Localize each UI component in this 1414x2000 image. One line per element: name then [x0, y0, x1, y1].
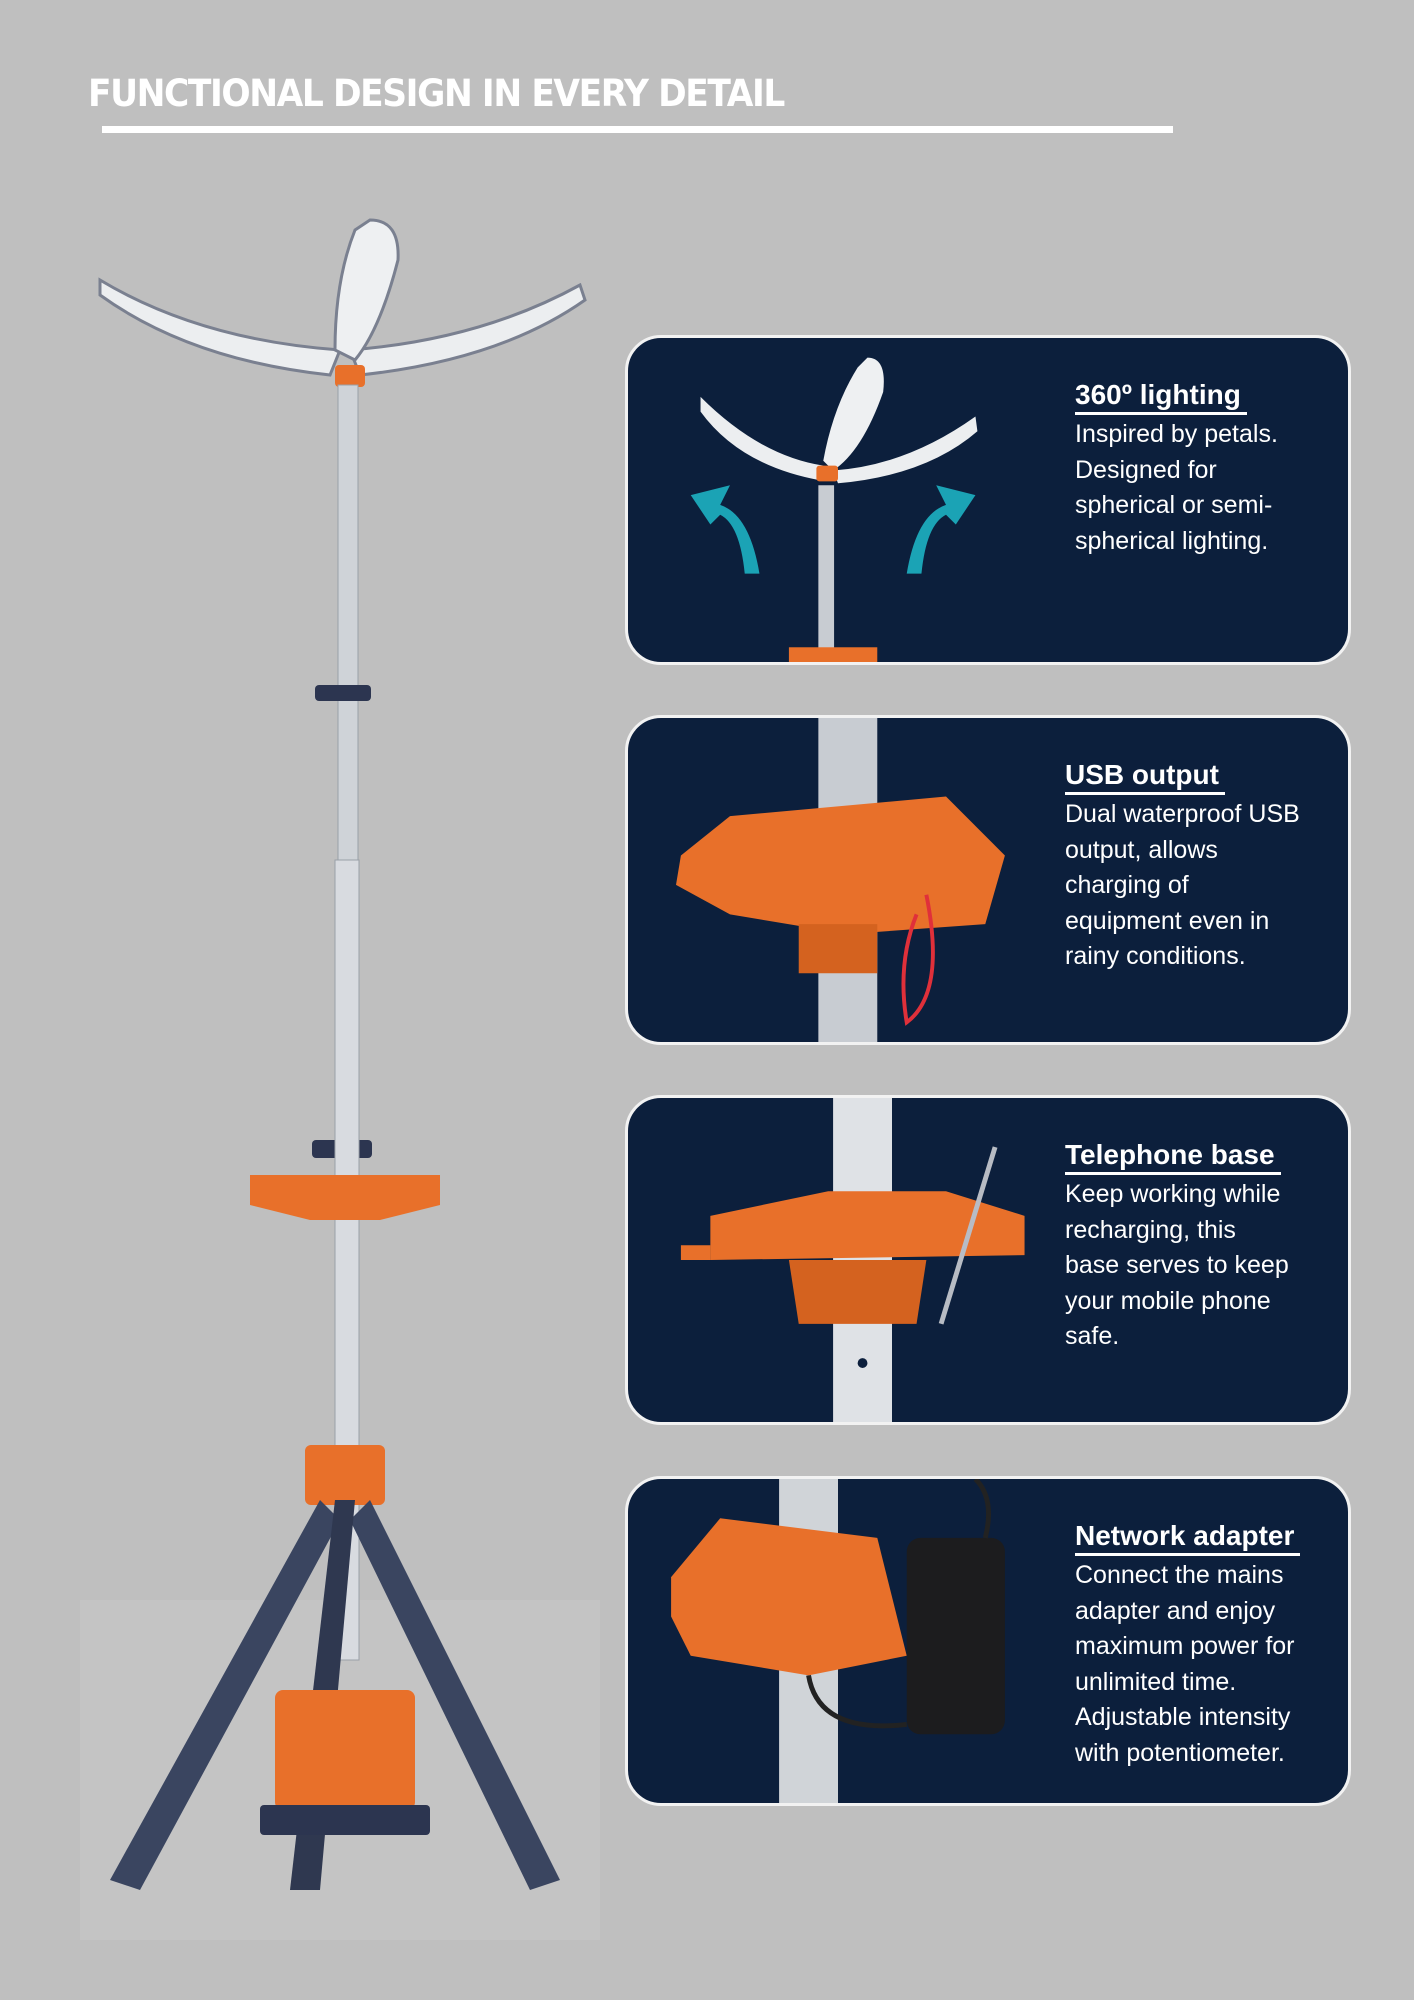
usb-cable-icon	[901, 894, 935, 1026]
adapter-box-icon	[906, 1537, 1005, 1735]
feature-title: Telephone base	[1065, 1138, 1281, 1175]
petal-lamp-image	[690, 357, 978, 662]
feature-title: 360º lighting	[1075, 378, 1247, 415]
feature-title: Network adapter	[1075, 1519, 1301, 1556]
rotate-arrow-left-icon	[690, 485, 760, 574]
telephone-base-image	[680, 1098, 1025, 1422]
title-underline	[102, 126, 1173, 133]
feature-card-360-lighting: 360º lighting Inspired by petals.Designe…	[625, 335, 1351, 665]
rotate-arrow-right-icon	[906, 485, 976, 574]
work-light-tripod-image	[80, 218, 600, 1940]
phone-clamp-icon	[938, 1146, 998, 1325]
usb-output-image	[676, 718, 1005, 1042]
page-title: FUNCTIONAL DESIGN IN EVERY DETAIL	[88, 72, 785, 115]
feature-title: USB output	[1065, 758, 1225, 795]
network-adapter-image	[671, 1479, 1005, 1803]
